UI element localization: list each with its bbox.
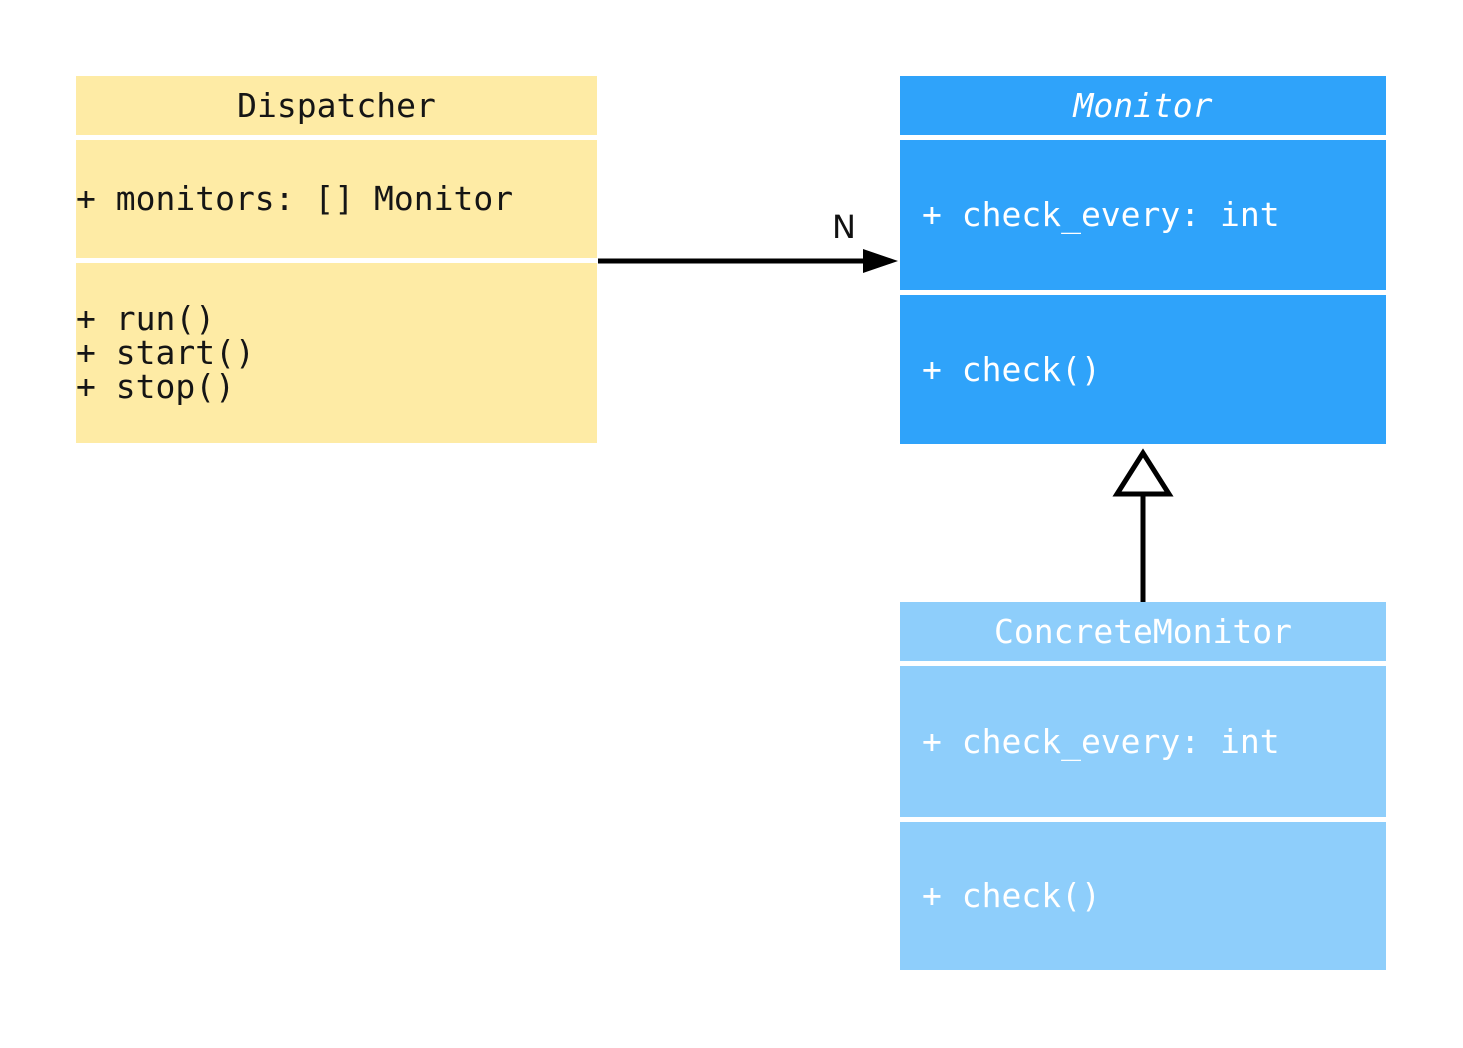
- association-arrowhead-icon: [863, 249, 898, 273]
- association-multiplicity-label: N: [832, 208, 856, 246]
- attribute-line: + check_every: int: [922, 721, 1280, 761]
- class-name-label: ConcreteMonitor: [993, 612, 1292, 651]
- class-methods-concrete-monitor: + check(): [900, 822, 1386, 970]
- class-name-label: Monitor: [1073, 86, 1213, 125]
- inheritance-triangle-icon: [1112, 448, 1174, 497]
- method-line: + check(): [922, 349, 1101, 389]
- attribute-line: + check_every: int: [922, 195, 1280, 234]
- class-box-monitor: Monitor + check_every: int + check(): [900, 76, 1386, 444]
- method-line: + run(): [76, 299, 216, 338]
- class-box-concrete-monitor: ConcreteMonitor + check_every: int + che…: [900, 602, 1386, 970]
- method-line: + start(): [76, 333, 255, 372]
- class-title-monitor: Monitor: [900, 76, 1386, 135]
- attribute-line: + monitors: [] Monitor: [76, 179, 514, 218]
- class-attributes-dispatcher: + monitors: [] Monitor: [76, 140, 597, 258]
- method-line: + stop(): [76, 367, 235, 406]
- class-box-dispatcher: Dispatcher + monitors: [] Monitor + run(…: [76, 76, 597, 443]
- class-title-concrete-monitor: ConcreteMonitor: [900, 602, 1386, 661]
- class-methods-monitor: + check(): [900, 295, 1386, 444]
- class-attributes-concrete-monitor: + check_every: int: [900, 666, 1386, 817]
- method-line: + check(): [922, 876, 1101, 915]
- class-methods-dispatcher: + run() + start() + stop(): [76, 263, 597, 443]
- class-attributes-monitor: + check_every: int: [900, 140, 1386, 290]
- class-title-dispatcher: Dispatcher: [76, 76, 597, 135]
- class-name-label: Dispatcher: [237, 86, 436, 125]
